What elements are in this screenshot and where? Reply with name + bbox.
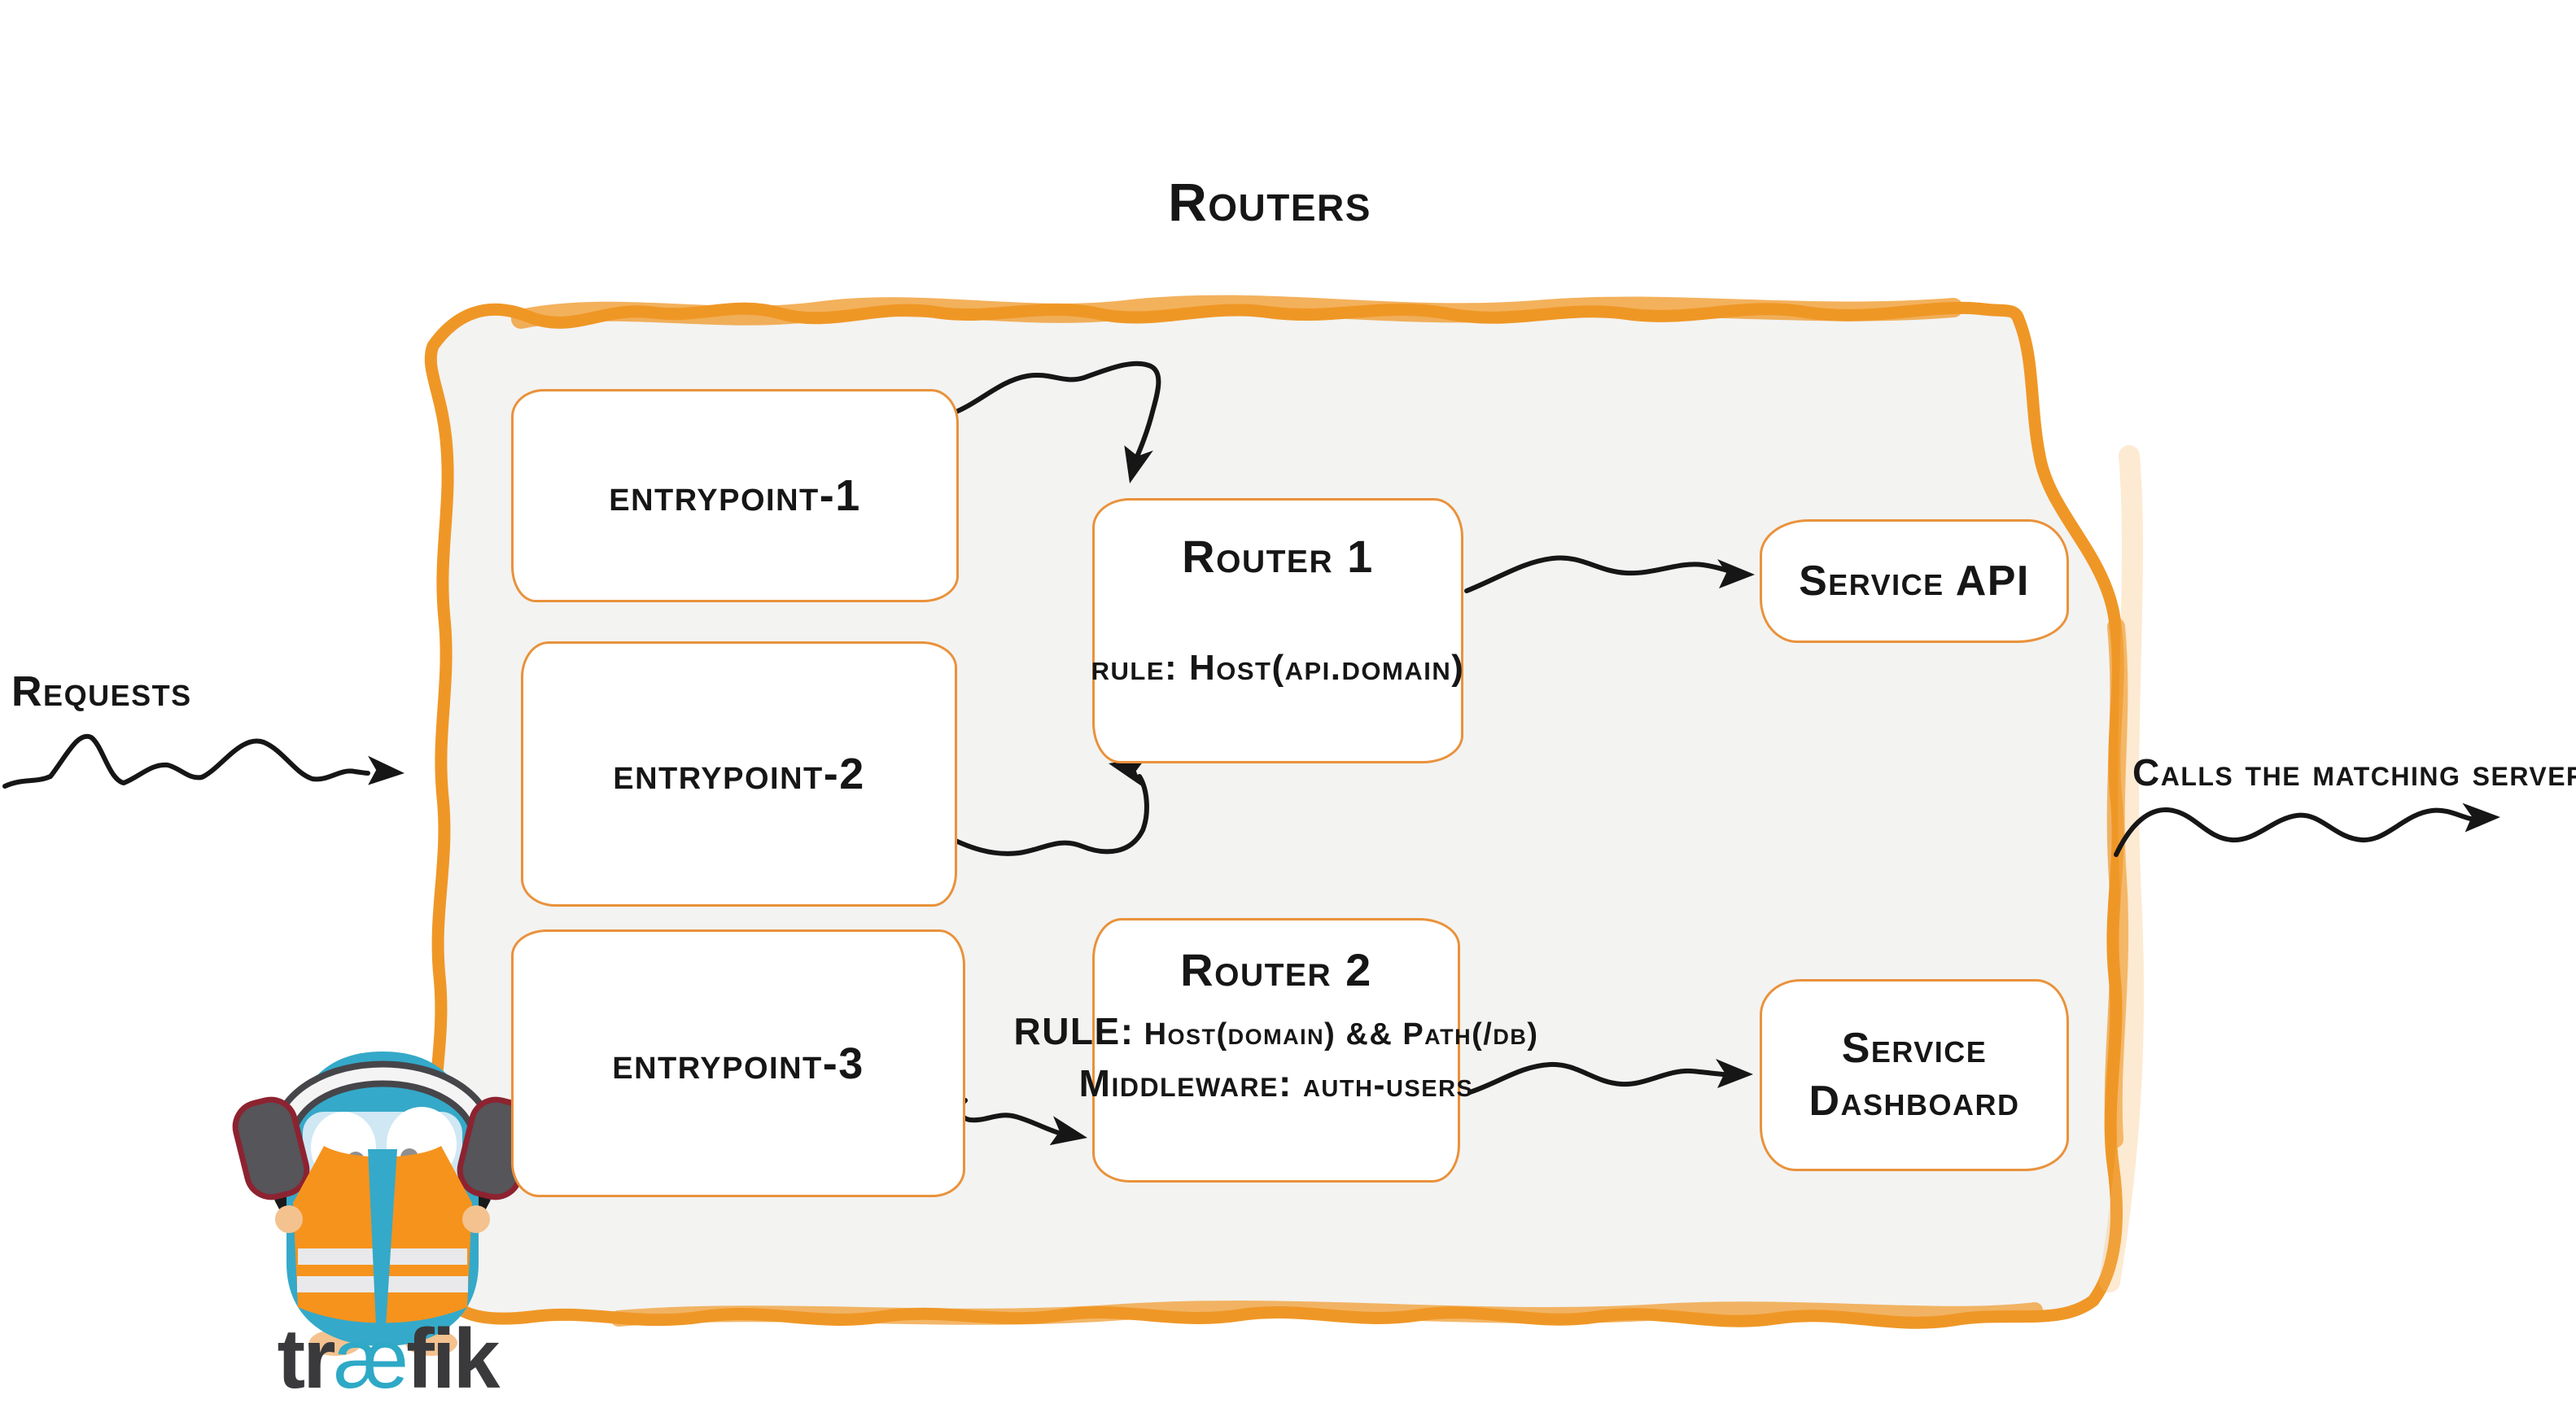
router-2-rule: RULE: Host(domain) && Path(/db): [1013, 1009, 1538, 1053]
arrow-entrypoint1-to-router1: [950, 361, 1161, 483]
arrow-line: [950, 361, 1161, 465]
entrypoint-2-label: entrypoint-2: [613, 750, 865, 798]
arrowhead: [1124, 445, 1153, 483]
arrowhead: [368, 755, 405, 785]
container-stroke-accent-top: [511, 295, 1963, 329]
arrowhead: [1049, 1116, 1087, 1146]
router-1-title: Router 1: [1182, 531, 1374, 582]
router-2-middleware-value: auth-users: [1302, 1065, 1474, 1104]
arrow-line: [2114, 807, 2483, 857]
router-1-rule-label: rule:: [1091, 648, 1179, 688]
arrowhead: [1716, 1059, 1753, 1088]
logo-text-fik: fik: [406, 1312, 500, 1406]
arrow-calls-out: [2114, 802, 2500, 857]
router-1-rule: rule: Host(api.domain): [1091, 648, 1465, 689]
container-stroke-accent-bottom: [610, 1300, 2043, 1327]
container-stroke-accent-right: [2104, 618, 2129, 1148]
entrypoint-2-node: entrypoint-2: [521, 641, 957, 907]
arrow-line: [1467, 1061, 1744, 1095]
router-1-node: Router 1 rule: Host(api.domain): [1091, 498, 1465, 763]
logo-text-ae: æ: [333, 1312, 409, 1406]
service-dashboard-label-line1: Service: [1841, 1025, 1988, 1072]
diagram-title: Routers: [1168, 172, 1371, 232]
arrowhead: [1109, 757, 1147, 787]
entrypoint-3-label: entrypoint-3: [612, 1039, 864, 1088]
arrow-line: [1464, 555, 1746, 593]
router-2-rule-label: RULE:: [1013, 1010, 1135, 1052]
arrow-requests-in: [2, 733, 405, 789]
router-1-rule-value: Host(api.domain): [1188, 648, 1465, 688]
service-dashboard-node: Service Dashboard: [1760, 979, 2069, 1171]
router-2-rule-value: Host(domain) && Path(/db): [1144, 1017, 1539, 1052]
arrowhead: [2462, 802, 2500, 833]
arrow-router1-to-service-api: [1464, 555, 1755, 593]
service-api-label: Service API: [1799, 557, 2030, 605]
gopher-hand-left: [275, 1205, 303, 1233]
traefik-logo-wordmark: træfik: [257, 1317, 518, 1401]
headphones-earcup-left: [232, 1096, 310, 1200]
entrypoint-1-label: entrypoint-1: [609, 471, 861, 520]
router-2-middleware: Middleware: auth-users: [1079, 1061, 1474, 1105]
entrypoint-3-node: entrypoint-3: [511, 929, 965, 1197]
gopher-hand-right: [462, 1205, 490, 1233]
router-2-middleware-label: Middleware:: [1078, 1062, 1292, 1104]
arrow-line: [940, 774, 1149, 856]
requests-label: Requests: [11, 668, 192, 715]
arrow-line: [2, 733, 370, 789]
logo-text-tr: tr: [277, 1312, 336, 1406]
router-2-node: Router 2 RULE: Host(domain) && Path(/db)…: [1013, 918, 1537, 1183]
service-api-node: Service API: [1760, 519, 2069, 643]
entrypoint-1-node: entrypoint-1: [511, 389, 959, 602]
arrowhead: [1717, 559, 1755, 588]
arrow-router2-to-service-dashboard: [1467, 1059, 1753, 1095]
container-shadow-right: [2099, 445, 2145, 1292]
traefik-gopher-mascot: [232, 1052, 535, 1356]
arrow-entrypoint2-to-router1: [940, 757, 1149, 856]
headphones-band-highlight: [275, 1067, 492, 1148]
calls-matching-server-label: Calls the matching server: [2132, 751, 2576, 794]
router-2-title: Router 2: [1180, 944, 1372, 995]
service-dashboard-label-line2: Dashboard: [1808, 1078, 2020, 1125]
vest-opening: [368, 1149, 397, 1327]
